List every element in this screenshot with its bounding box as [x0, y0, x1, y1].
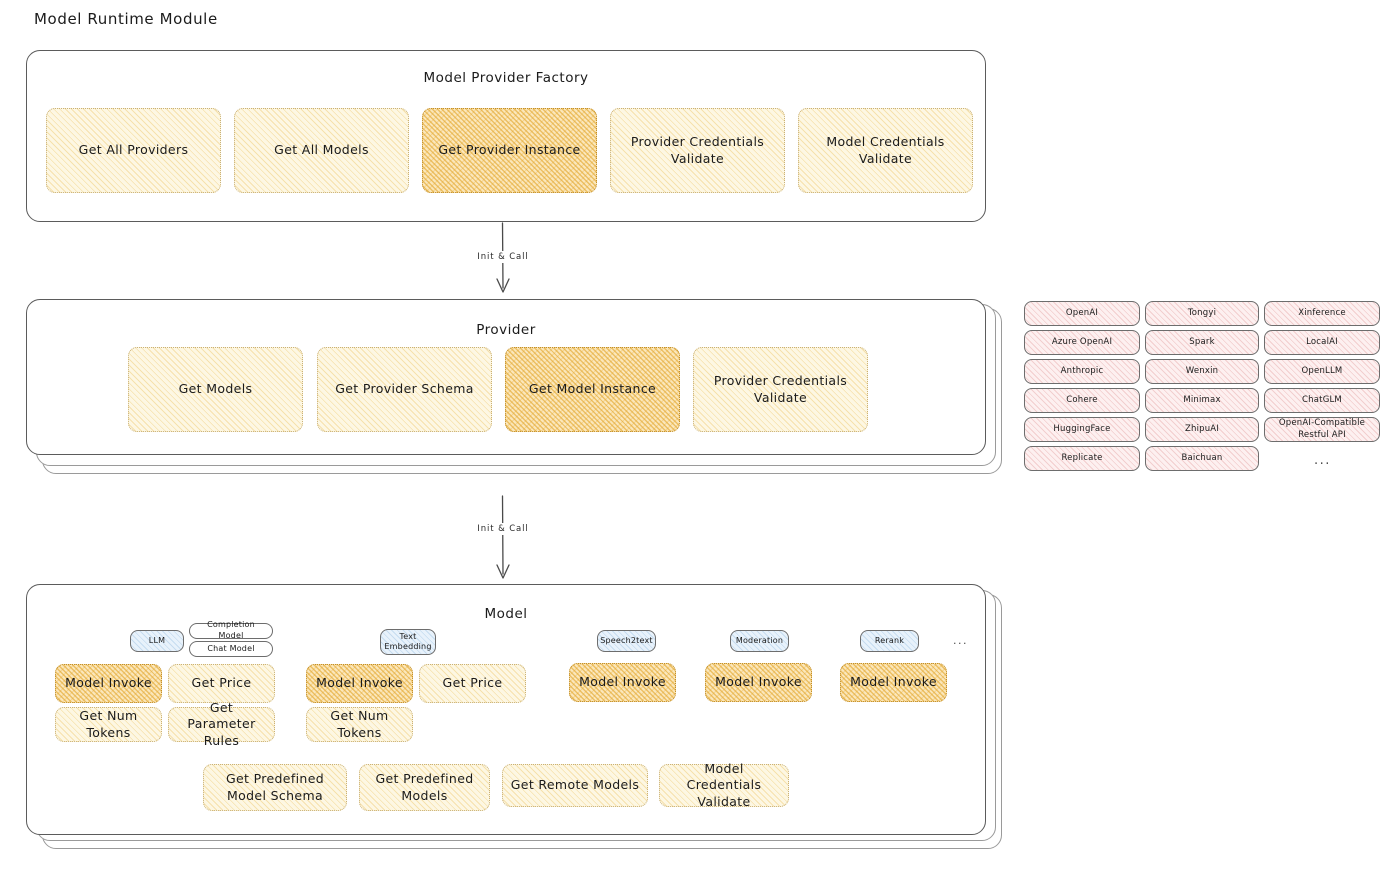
provider-chip-minimax[interactable]: Minimax [1145, 388, 1259, 413]
provider-chip-replicate[interactable]: Replicate [1024, 446, 1140, 471]
provider-list: OpenAI Azure OpenAI Anthropic Cohere Hug… [1024, 301, 1380, 476]
model-title: Model [484, 606, 528, 622]
node-get-models[interactable]: Get Models [128, 347, 303, 432]
node-text-embedding-get-num-tokens[interactable]: Get Num Tokens [306, 707, 413, 742]
node-llm-model-invoke[interactable]: Model Invoke [55, 664, 162, 703]
node-llm-get-parameter-rules[interactable]: Get Parameter Rules [168, 700, 275, 748]
node-speech2text-model-invoke[interactable]: Model Invoke [569, 663, 676, 702]
node-get-predefined-model-schema[interactable]: Get Predefined Model Schema [203, 764, 347, 811]
provider-title: Provider [476, 322, 536, 338]
arrow-provider-to-model: Init & Call [456, 495, 551, 583]
node-get-provider-schema[interactable]: Get Provider Schema [317, 347, 492, 432]
page-title: Model Runtime Module [34, 10, 218, 28]
provider-chip-openllm[interactable]: OpenLLM [1264, 359, 1380, 384]
arrow-line-icon-2 [496, 495, 510, 579]
provider-chip-zhipuai[interactable]: ZhipuAI [1145, 417, 1259, 442]
model-subtype-chat-model[interactable]: Chat Model [189, 641, 273, 657]
node-model-credentials-validate[interactable]: Model Credentials Validate [798, 108, 973, 193]
provider-chip-openai-compatible-restful-api[interactable]: OpenAI-Compatible Restful API [1264, 417, 1380, 442]
model-provider-factory-card: Model Provider Factory Get All Providers… [26, 50, 986, 222]
model-types-more-ellipsis: ... [953, 634, 968, 647]
model-type-rerank[interactable]: Rerank [860, 630, 919, 652]
provider-chip-xinference[interactable]: Xinference [1264, 301, 1380, 326]
node-llm-get-price[interactable]: Get Price [168, 664, 275, 703]
provider-chip-localai[interactable]: LocalAI [1264, 330, 1380, 355]
node-llm-get-num-tokens[interactable]: Get Num Tokens [55, 707, 162, 742]
provider-chip-wenxin[interactable]: Wenxin [1145, 359, 1259, 384]
provider-chip-azure-openai[interactable]: Azure OpenAI [1024, 330, 1140, 355]
node-get-remote-models[interactable]: Get Remote Models [502, 764, 648, 807]
node-provider-credentials-validate-2[interactable]: Provider Credentials Validate [693, 347, 868, 432]
node-get-all-providers[interactable]: Get All Providers [46, 108, 221, 193]
provider-chip-cohere[interactable]: Cohere [1024, 388, 1140, 413]
provider-chip-huggingface[interactable]: HuggingFace [1024, 417, 1140, 442]
provider-chip-openai[interactable]: OpenAI [1024, 301, 1140, 326]
provider-chip-anthropic[interactable]: Anthropic [1024, 359, 1140, 384]
node-provider-credentials-validate[interactable]: Provider Credentials Validate [610, 108, 785, 193]
provider-card: Provider Get Models Get Provider Schema … [26, 299, 986, 455]
model-type-text-embedding[interactable]: Text Embedding [380, 629, 436, 655]
provider-chip-tongyi[interactable]: Tongyi [1145, 301, 1259, 326]
provider-list-more-ellipsis: ... [1314, 453, 1331, 468]
provider-chip-spark[interactable]: Spark [1145, 330, 1259, 355]
model-type-llm[interactable]: LLM [130, 630, 184, 652]
model-subtype-completion-model[interactable]: Completion Model [189, 620, 273, 640]
node-text-embedding-get-price[interactable]: Get Price [419, 664, 526, 703]
arrow-label-init-and-call-1: Init & Call [474, 251, 532, 263]
provider-chip-baichuan[interactable]: Baichuan [1145, 446, 1259, 471]
node-rerank-model-invoke[interactable]: Model Invoke [840, 663, 947, 702]
node-model-credentials-validate-2[interactable]: Model Credentials Validate [659, 761, 789, 809]
model-card: Model LLM Completion Model Chat Model Mo… [26, 584, 986, 835]
arrow-label-init-and-call-2: Init & Call [474, 523, 532, 535]
model-type-speech2text[interactable]: Speech2text [597, 630, 656, 652]
arrow-factory-to-provider: Init & Call [456, 222, 551, 296]
node-get-all-models[interactable]: Get All Models [234, 108, 409, 193]
provider-chip-chatglm[interactable]: ChatGLM [1264, 388, 1380, 413]
factory-title: Model Provider Factory [423, 70, 589, 86]
node-moderation-model-invoke[interactable]: Model Invoke [705, 663, 812, 702]
node-get-predefined-models[interactable]: Get Predefined Models [359, 764, 490, 811]
node-get-provider-instance[interactable]: Get Provider Instance [422, 108, 597, 193]
node-get-model-instance[interactable]: Get Model Instance [505, 347, 680, 432]
model-type-moderation[interactable]: Moderation [730, 630, 789, 652]
node-text-embedding-model-invoke[interactable]: Model Invoke [306, 664, 413, 703]
